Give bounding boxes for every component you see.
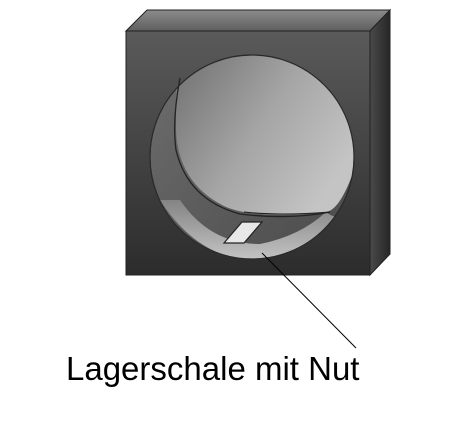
leader-line: [261, 252, 357, 349]
groove-slot: [222, 221, 264, 244]
bearing-bore: [149, 54, 355, 260]
block-side-face: [369, 8, 391, 277]
block-top-face: [124, 9, 392, 32]
part-label: Lagerschale mit Nut: [66, 350, 360, 387]
